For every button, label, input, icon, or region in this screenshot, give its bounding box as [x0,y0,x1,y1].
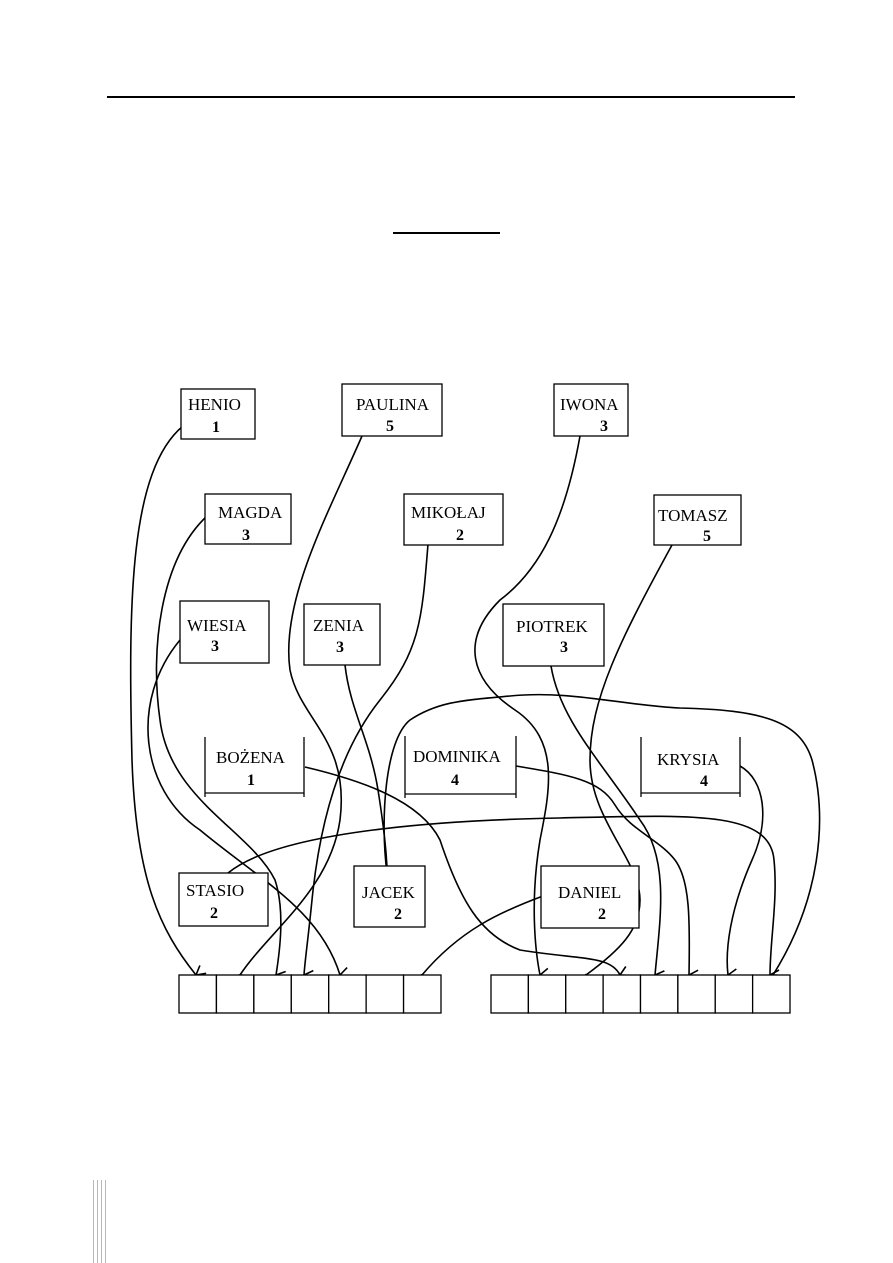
box-bozena [204,737,305,797]
box-dominika [404,736,517,798]
box-zenia [303,603,381,666]
box-tomasz [653,494,742,546]
connector-iwona [474,435,581,979]
left-slots-cell [365,974,405,1014]
wiesia-name: WIESIA [187,616,247,635]
connector-tomasz [585,544,673,986]
krysia-name: KRYSIA [657,750,720,769]
connector-henio [129,425,207,977]
connector-mikolaj [302,543,429,982]
box-stasio [178,872,269,927]
box-wiesia [179,600,270,664]
daniel-number: 2 [598,906,606,923]
right-slots-cell [677,974,716,1014]
box-krysia [640,737,741,797]
left-slots-cell [328,974,367,1014]
right-slots-cell [565,974,604,1014]
bozena-number: 1 [247,772,255,789]
dominika-number: 4 [451,772,459,789]
left-slots-cell [402,974,442,1014]
right-slots-cell [639,974,679,1014]
connector-daniel [420,895,544,985]
box-magda [204,493,292,545]
wiesia-number: 3 [211,638,219,655]
iwona-name: IWONA [560,395,619,414]
mikolaj-name: MIKOŁAJ [411,503,486,522]
zenia-name: ZENIA [313,616,365,635]
mikolaj-number: 2 [456,527,464,544]
connector-piotrek [550,665,665,982]
left-slots-cell [178,974,218,1014]
connector-stasio [227,815,780,981]
right-slots-cell [490,974,530,1014]
connector-wiesia [147,639,351,978]
henio-name: HENIO [188,395,241,414]
paulina-number: 5 [386,418,394,435]
magda-name: MAGDA [218,503,283,522]
connector-magda [155,515,286,982]
box-jacek [353,865,426,928]
dominika-name: DOMINIKA [413,747,502,766]
right-slots-cell [714,974,754,1014]
henio-number: 1 [212,419,220,436]
top-horizontal-rule [107,96,795,98]
jacek-name: JACEK [362,883,416,902]
piotrek-name: PIOTREK [516,617,589,636]
connector-dominika [515,765,699,981]
connector-zenia [344,664,398,906]
left-slots-cell [253,974,292,1014]
right-slots-cell [602,974,642,1014]
tomasz-name: TOMASZ [658,506,728,525]
box-paulina [341,383,443,437]
right-slot-row [490,974,791,1014]
stasio-number: 2 [210,905,218,922]
box-piotrek [502,603,605,667]
jacek-number: 2 [394,906,402,923]
box-henio [180,388,256,440]
box-daniel [540,865,640,929]
paulina-name: PAULINA [356,395,430,414]
magda-number: 3 [242,527,250,544]
tomasz-number: 5 [703,528,711,545]
left-slot-row [178,974,442,1014]
connector-loop [383,693,821,985]
connector-bozena [304,766,631,977]
right-slots-cell [527,974,567,1014]
iwona-number: 3 [600,418,608,435]
right-slots-cell [751,974,791,1014]
left-slots-cell [215,974,255,1014]
margin-lines [93,1180,107,1263]
krysia-number: 4 [700,773,708,790]
connector-krysia [726,765,764,980]
stasio-name: STASIO [186,881,244,900]
box-mikolaj [403,493,504,546]
piotrek-number: 3 [560,639,568,656]
box-iwona [553,383,629,437]
bozena-name: BOŻENA [216,748,286,767]
left-slots-cell [290,974,330,1014]
connector-paulina [238,435,363,985]
daniel-name: DANIEL [558,883,621,902]
zenia-number: 3 [336,639,344,656]
title-underline [393,232,500,234]
